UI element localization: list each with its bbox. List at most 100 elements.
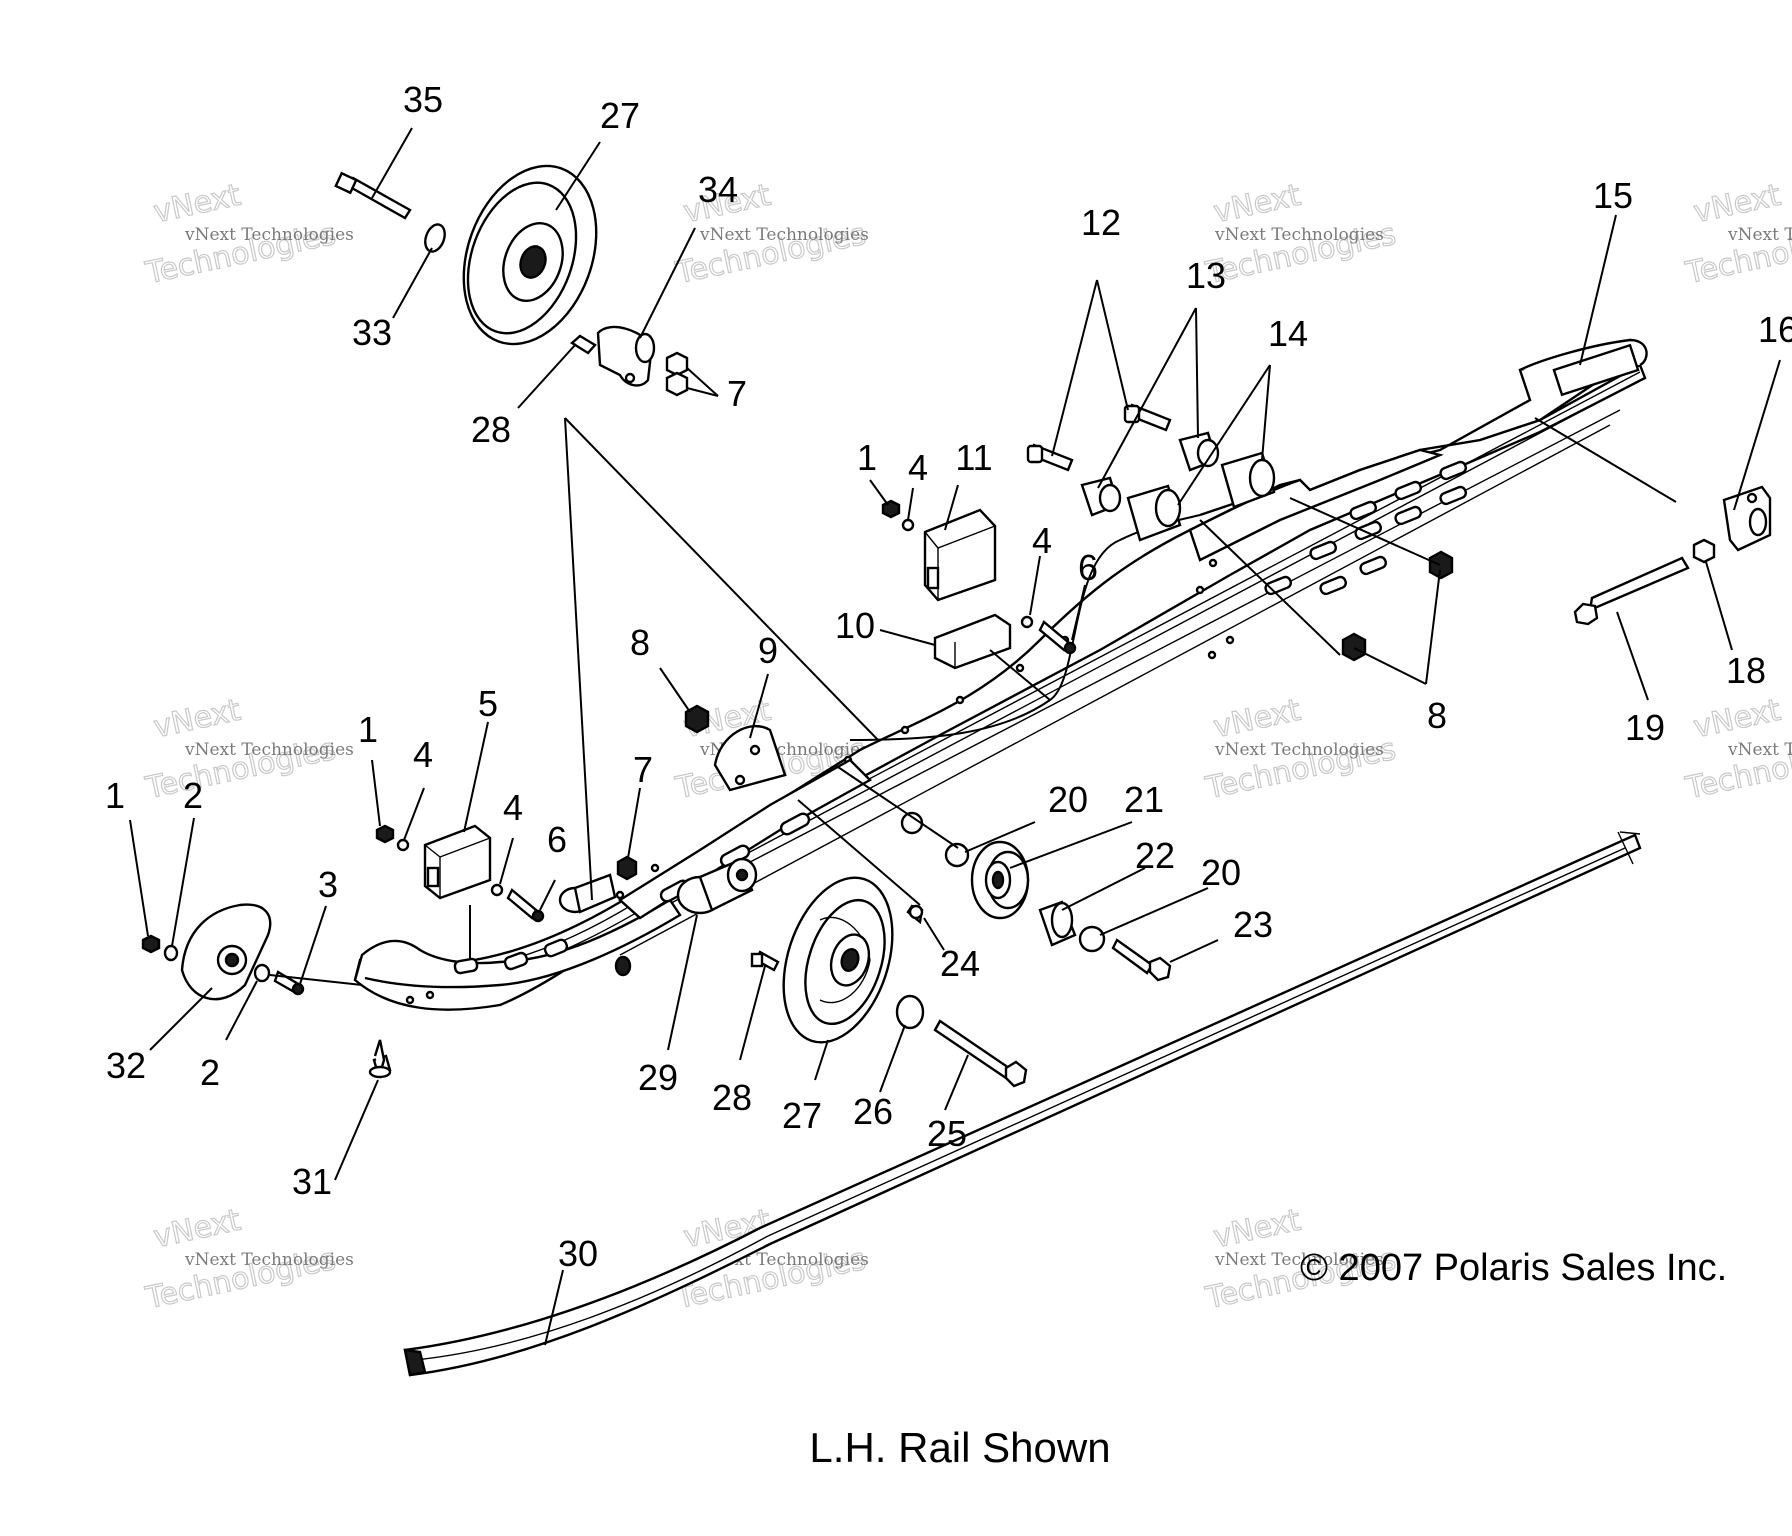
callout-labels: 35 27 34 33 28 7 12 13 14 15 16 1 4 11 4…	[105, 79, 1792, 1274]
callout-20: 20	[1201, 852, 1241, 893]
washer-2-a	[163, 944, 179, 962]
washer-4-mid	[1020, 615, 1034, 629]
callout-21: 21	[1124, 779, 1164, 820]
callout-20: 20	[1048, 779, 1088, 820]
callout-9: 9	[758, 630, 778, 671]
idler-wheel-top	[462, 164, 598, 346]
callout-16: 16	[1758, 309, 1792, 350]
watermark-text: vNext Technologies	[184, 1250, 354, 1270]
svg-text:vNext: vNext	[1211, 1203, 1304, 1256]
svg-text:vNext: vNext	[1211, 693, 1304, 746]
callout-8: 8	[630, 622, 650, 663]
watermark-text: vNext Technologies	[1214, 225, 1384, 245]
rivet-31	[368, 1039, 392, 1079]
nuts-7-top	[665, 351, 689, 397]
washer-4-upper	[901, 518, 915, 532]
callout-8: 8	[1427, 695, 1447, 736]
callout-26: 26	[853, 1091, 893, 1132]
washer-26	[895, 994, 925, 1030]
callout-4: 4	[413, 734, 433, 775]
mount-34	[596, 325, 656, 387]
callout-2: 2	[200, 1052, 220, 1093]
stud-front	[558, 873, 617, 914]
callout-10: 10	[835, 605, 875, 646]
nut-18	[1692, 538, 1716, 564]
watermark-text: vNext Technologies	[1727, 740, 1792, 760]
block-11	[923, 508, 997, 602]
callout-1: 1	[358, 709, 378, 750]
screw-6-front	[506, 888, 545, 923]
callout-27: 27	[600, 95, 640, 136]
watermark-text: vNext Technologies	[1727, 225, 1792, 245]
bolt-28-lower	[750, 950, 780, 972]
callout-15: 15	[1593, 175, 1633, 216]
callout-14: 14	[1268, 313, 1308, 354]
bolt-35	[334, 171, 412, 220]
bolt-25	[933, 1019, 1028, 1088]
svg-text:vNext: vNext	[151, 1203, 244, 1256]
callout-31: 31	[292, 1161, 332, 1202]
screw-6-upper	[1038, 620, 1077, 655]
callout-18: 18	[1726, 650, 1766, 691]
callout-4: 4	[908, 447, 928, 488]
callout-1: 1	[857, 437, 877, 478]
callout-32: 32	[106, 1045, 146, 1086]
diagram-caption: L.H. Rail Shown	[809, 1424, 1110, 1471]
callout-27: 27	[782, 1095, 822, 1136]
svg-text:vNext: vNext	[1211, 178, 1304, 231]
callout-11: 11	[955, 437, 992, 478]
nut-8-r2	[1341, 632, 1367, 662]
callout-7: 7	[727, 373, 747, 414]
bracket-16	[1722, 485, 1772, 552]
washer-4-front-b	[490, 883, 504, 897]
callout-22: 22	[1135, 835, 1175, 876]
callout-13: 13	[1186, 255, 1226, 296]
callout-19: 19	[1625, 707, 1665, 748]
slide-rail	[403, 831, 1642, 1377]
rail-beam	[353, 338, 1648, 1011]
nut-8-r1	[1428, 550, 1454, 580]
washer-20-a	[944, 842, 970, 868]
bushings-14	[1126, 451, 1276, 542]
callout-4: 4	[1032, 520, 1052, 561]
watermark-text: vNext Technologies	[1214, 740, 1384, 760]
leader-lines	[129, 127, 1781, 1346]
bushing-front	[614, 955, 632, 977]
callout-33: 33	[352, 312, 392, 353]
pivot-29	[676, 857, 758, 915]
callout-6: 6	[547, 819, 567, 860]
nut-7-front	[616, 855, 638, 881]
wheel-21	[970, 840, 1030, 920]
callout-34: 34	[698, 169, 738, 210]
svg-text:vNext: vNext	[151, 693, 244, 746]
callout-2: 2	[183, 775, 203, 816]
insert-10	[933, 613, 1012, 670]
watermark-text: vNext Technologies	[1214, 1250, 1384, 1270]
callout-3: 3	[318, 864, 338, 905]
nut-1-mid	[375, 824, 395, 844]
end-cap-32	[180, 903, 272, 1001]
svg-text:vNext: vNext	[1691, 693, 1784, 746]
nut-8-left	[684, 704, 710, 734]
callout-5: 5	[478, 683, 498, 724]
bolt-19	[1573, 556, 1690, 626]
nut-1-front	[141, 934, 161, 954]
callout-7: 7	[633, 749, 653, 790]
callout-25: 25	[927, 1113, 967, 1154]
nut-1-upper	[881, 499, 901, 519]
callout-35: 35	[403, 79, 443, 120]
callout-12: 12	[1081, 202, 1121, 243]
idler-wheel-lower	[782, 876, 894, 1044]
washer-4-front-a	[396, 838, 410, 852]
callout-29: 29	[638, 1057, 678, 1098]
washer-2-b	[253, 963, 271, 983]
copyright-text: © 2007 Polaris Sales Inc.	[1300, 1247, 1727, 1289]
watermark-text: vNext Technologies	[699, 225, 869, 245]
callout-4: 4	[503, 787, 523, 828]
callout-30: 30	[558, 1233, 598, 1274]
washer-20-b	[1078, 925, 1106, 953]
callout-24: 24	[940, 943, 980, 984]
watermark-text: vNext Technologies	[184, 225, 354, 245]
callout-23: 23	[1233, 904, 1273, 945]
